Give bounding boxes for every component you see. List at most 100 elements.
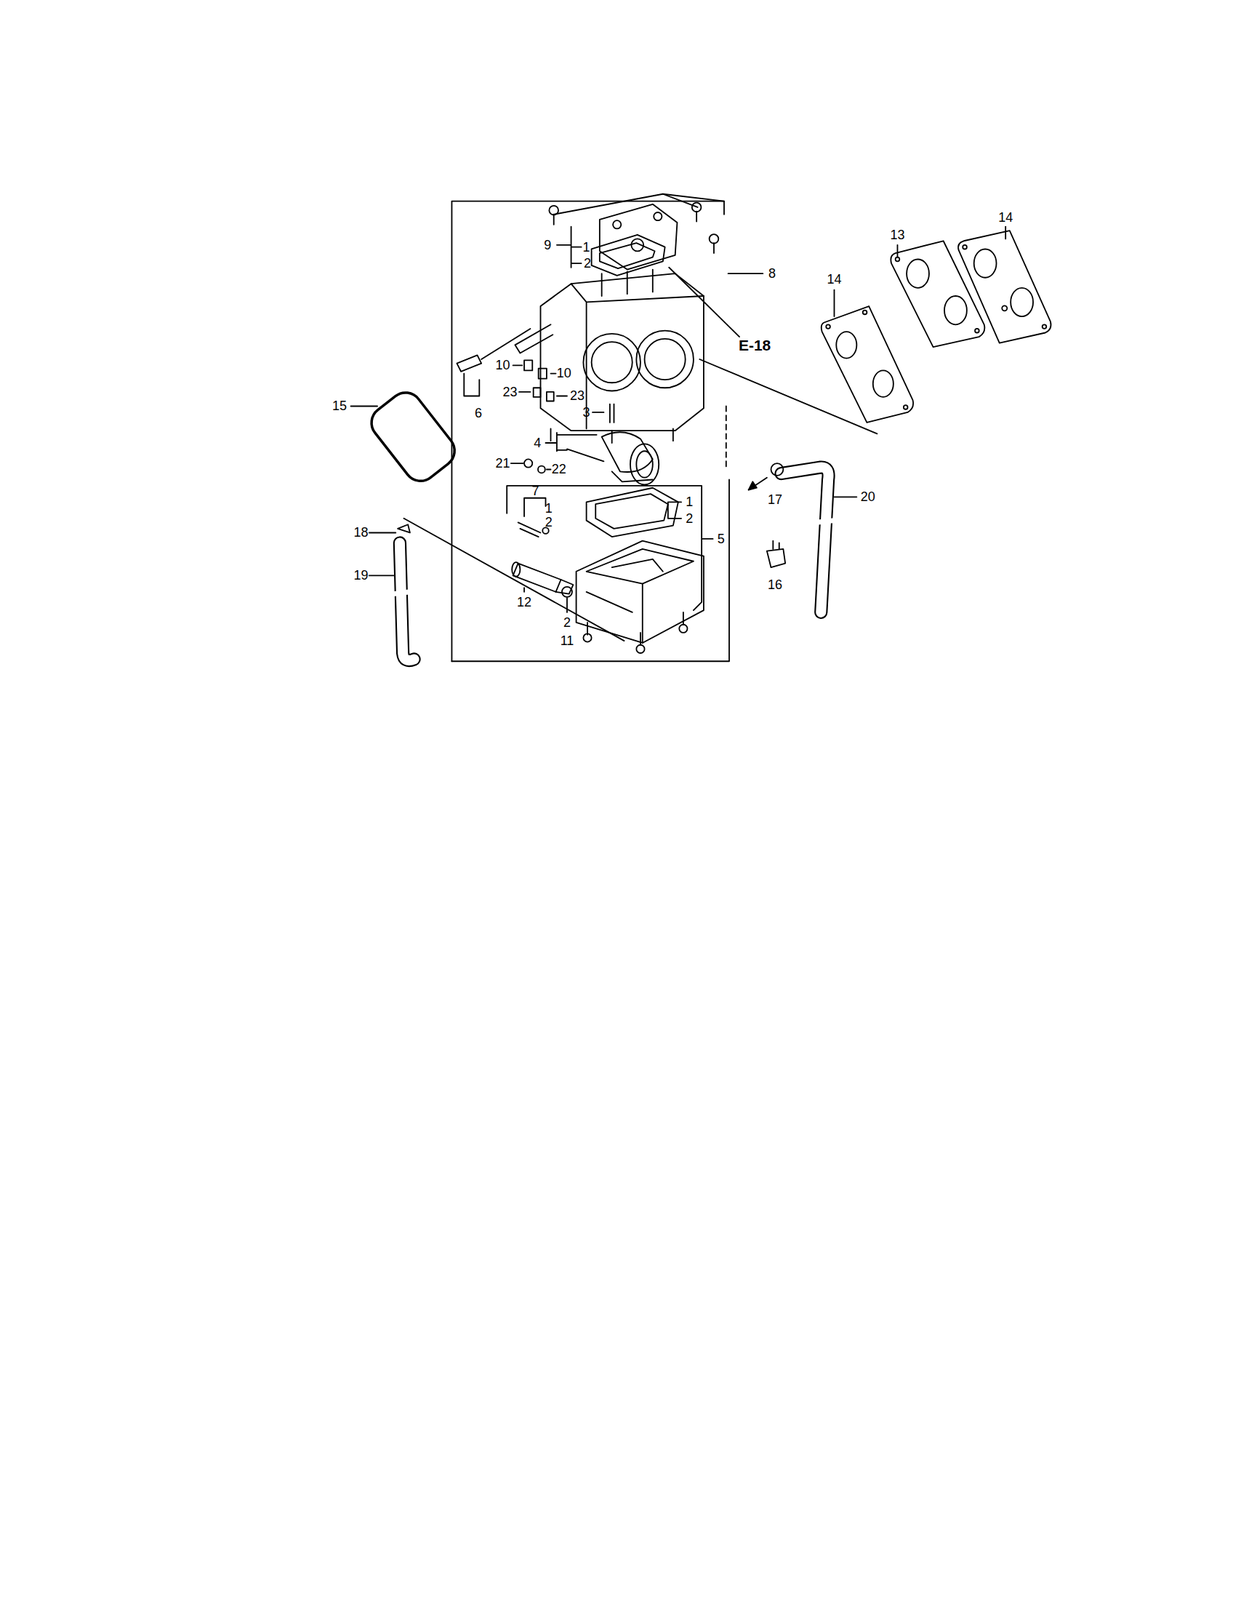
gaskets-part — [974, 248, 997, 277]
group-frame-part — [451, 479, 730, 662]
carburetor-body-part — [583, 333, 641, 392]
jets-and-needle-part — [524, 458, 533, 467]
hoses-part — [748, 481, 757, 490]
group-frame-part — [451, 201, 725, 662]
callout-number: 10 — [556, 366, 572, 380]
carburetor-body-part — [644, 338, 686, 380]
screws-part — [548, 205, 559, 216]
leader-lines-part — [833, 290, 836, 317]
gaskets-part — [862, 310, 868, 315]
callout-number: 2 — [583, 256, 592, 270]
callout-number: 14 — [998, 210, 1013, 224]
float-bowl-part — [586, 559, 664, 643]
callout-number: 10 — [495, 358, 511, 372]
callout-number: 5 — [717, 532, 725, 546]
hoses-part — [814, 520, 835, 523]
leader-lines-part — [1004, 226, 1007, 240]
carburetor-top-cover-part — [599, 242, 656, 269]
jets-and-needle-part — [609, 404, 615, 423]
leader-lines-part — [663, 194, 725, 202]
hoses-part — [393, 591, 410, 594]
choke-assembly — [567, 431, 659, 485]
solenoid-valve-part — [561, 586, 573, 597]
choke-assembly-part — [630, 443, 659, 485]
carburetor-top-cover-part — [599, 204, 678, 270]
callout-number: 7 — [531, 484, 539, 498]
reference-label: E-18 — [738, 337, 771, 353]
leader-lines-part — [524, 497, 546, 517]
callout-number: 6 — [474, 406, 483, 420]
float-bowl-part — [595, 493, 669, 529]
screws-part — [586, 622, 589, 635]
choke-assembly-part — [612, 471, 653, 482]
gaskets-part — [873, 370, 894, 397]
float-bowl — [518, 487, 704, 643]
screws-part — [679, 624, 688, 633]
callout-number: 22 — [551, 462, 567, 476]
gaskets-part — [903, 404, 909, 410]
callout-number: 21 — [495, 456, 511, 470]
leader-lines-part — [523, 587, 525, 592]
gaskets-part — [974, 328, 980, 333]
jets-and-needle-part — [537, 466, 546, 474]
jets-and-needle-part — [533, 387, 541, 397]
leader-lines — [351, 194, 1007, 641]
leader-lines-part — [513, 364, 523, 366]
callout-number: 19 — [354, 568, 369, 582]
leader-lines-part — [551, 372, 557, 375]
leader-lines-part — [897, 245, 899, 258]
callout-number: 1 — [545, 501, 553, 515]
callout-number: 18 — [354, 525, 369, 539]
leader-lines-part — [519, 391, 530, 393]
callout-number: 8 — [768, 266, 776, 280]
carburetor-body-part — [540, 273, 704, 431]
gaskets-part — [890, 240, 985, 347]
solenoid-valve — [511, 561, 573, 597]
screws — [548, 202, 719, 653]
callout-number: 12 — [516, 595, 532, 609]
leader-lines-part — [545, 432, 597, 451]
jets-and-needle-part — [456, 354, 482, 371]
callout-number: 9 — [543, 238, 552, 252]
float-bowl-part — [518, 521, 541, 537]
hoses-part — [771, 463, 784, 476]
gaskets-part — [1010, 287, 1034, 317]
callout-number: 14 — [826, 272, 842, 286]
carburetor-top-cover-part — [612, 220, 621, 229]
carburetor-top-cover-part — [591, 234, 666, 276]
hoses-part — [399, 542, 415, 661]
float-bowl-part — [586, 487, 679, 537]
float-bowl-part — [586, 548, 694, 584]
leader-lines-part — [404, 518, 625, 641]
callout-number: 2 — [545, 515, 553, 529]
gaskets-part — [895, 257, 901, 262]
gaskets-part — [962, 245, 967, 250]
gaskets-part — [906, 259, 930, 288]
callout-number: 20 — [860, 490, 876, 504]
callout-number: 16 — [767, 577, 783, 592]
float-bowl-part — [576, 540, 704, 643]
jets-and-needle-part — [524, 359, 533, 371]
gaskets-part — [825, 324, 831, 329]
leader-lines-part — [703, 537, 714, 540]
jets-and-needle-part — [546, 391, 554, 402]
screws-part — [682, 612, 685, 625]
group-frame-part — [725, 406, 728, 470]
screws-part — [713, 242, 715, 253]
hoses-part — [397, 524, 411, 533]
gaskets-part — [958, 230, 1052, 343]
callout-number: 4 — [533, 436, 541, 450]
carburetor-body — [514, 269, 704, 443]
carburetor-body-part — [571, 283, 704, 429]
hoses-part — [748, 477, 767, 491]
carburetor-body-part — [591, 341, 633, 383]
leader-lines-part — [369, 532, 396, 534]
leader-lines-part — [369, 574, 395, 576]
leader-lines-part — [556, 226, 582, 268]
gaskets-part — [836, 331, 857, 358]
gaskets-part — [944, 295, 967, 325]
hoses-part — [781, 467, 829, 613]
leader-lines-part — [463, 373, 480, 397]
jets-and-needle — [456, 328, 614, 473]
